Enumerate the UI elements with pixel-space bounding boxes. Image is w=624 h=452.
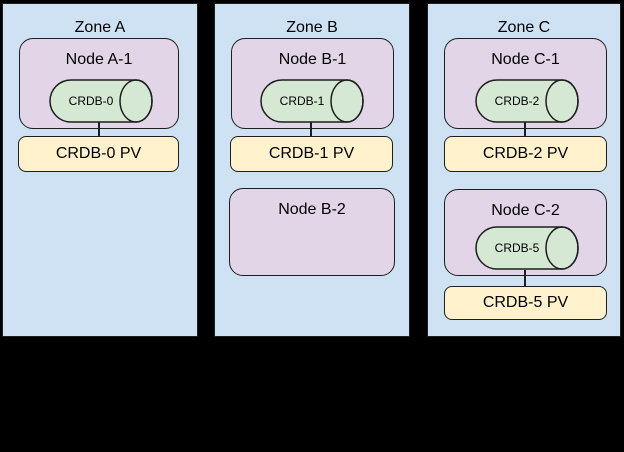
connector-line <box>98 122 100 136</box>
node-label: Node A-1 <box>65 51 133 68</box>
node-label: Node B-1 <box>278 51 347 68</box>
pv-label: CRDB-2 PV <box>482 145 569 162</box>
cylinder-shape-icon <box>475 226 579 270</box>
pv-box-crdb-2: CRDB-2 PV <box>444 136 607 172</box>
db-cylinder-crdb-2: CRDB-2 <box>475 79 579 123</box>
zone-b: Zone B Node B-1 CRDB-1 CRDB-1 PV Node B-… <box>214 3 410 337</box>
node-label: Node C-1 <box>491 51 560 68</box>
db-label: CRDB-0 <box>68 94 114 108</box>
node-c-1: Node C-1 CRDB-2 <box>444 38 607 129</box>
pv-label: CRDB-0 PV <box>55 145 142 162</box>
connector-line <box>310 122 312 136</box>
pv-box-crdb-0: CRDB-0 PV <box>18 136 179 172</box>
pv-label: CRDB-1 PV <box>268 145 355 162</box>
cylinder-shape-icon <box>475 79 579 123</box>
node-b-2: Node B-2 <box>229 188 395 276</box>
pv-box-crdb-5: CRDB-5 PV <box>444 286 607 320</box>
db-cylinder-crdb-0: CRDB-0 <box>49 79 153 123</box>
node-label: Node C-2 <box>491 202 560 219</box>
pv-label: CRDB-5 PV <box>482 294 569 311</box>
zone-label: Zone C <box>497 19 551 36</box>
connector-line <box>524 122 526 136</box>
node-b-1: Node B-1 CRDB-1 <box>231 38 394 129</box>
node-label: Node B-2 <box>278 201 346 218</box>
db-cylinder-crdb-1: CRDB-1 <box>260 79 364 123</box>
db-label: CRDB-1 <box>279 94 325 108</box>
db-cylinder-crdb-5: CRDB-5 <box>475 226 579 270</box>
zone-a: Zone A Node A-1 CRDB-0 CRDB-0 PV <box>2 3 198 337</box>
zone-label: Zone A <box>74 19 126 36</box>
db-label: CRDB-2 <box>494 94 540 108</box>
pv-box-crdb-1: CRDB-1 PV <box>230 136 393 172</box>
db-label: CRDB-5 <box>494 241 540 255</box>
node-c-2: Node C-2 CRDB-5 <box>444 189 607 276</box>
connector-line <box>524 270 526 286</box>
zone-label: Zone B <box>286 19 338 36</box>
cylinder-shape-icon <box>260 79 364 123</box>
zone-c: Zone C Node C-1 CRDB-2 CRDB-2 PV Node C-… <box>427 3 621 337</box>
cylinder-shape-icon <box>49 79 153 123</box>
node-a-1: Node A-1 CRDB-0 <box>19 38 179 129</box>
